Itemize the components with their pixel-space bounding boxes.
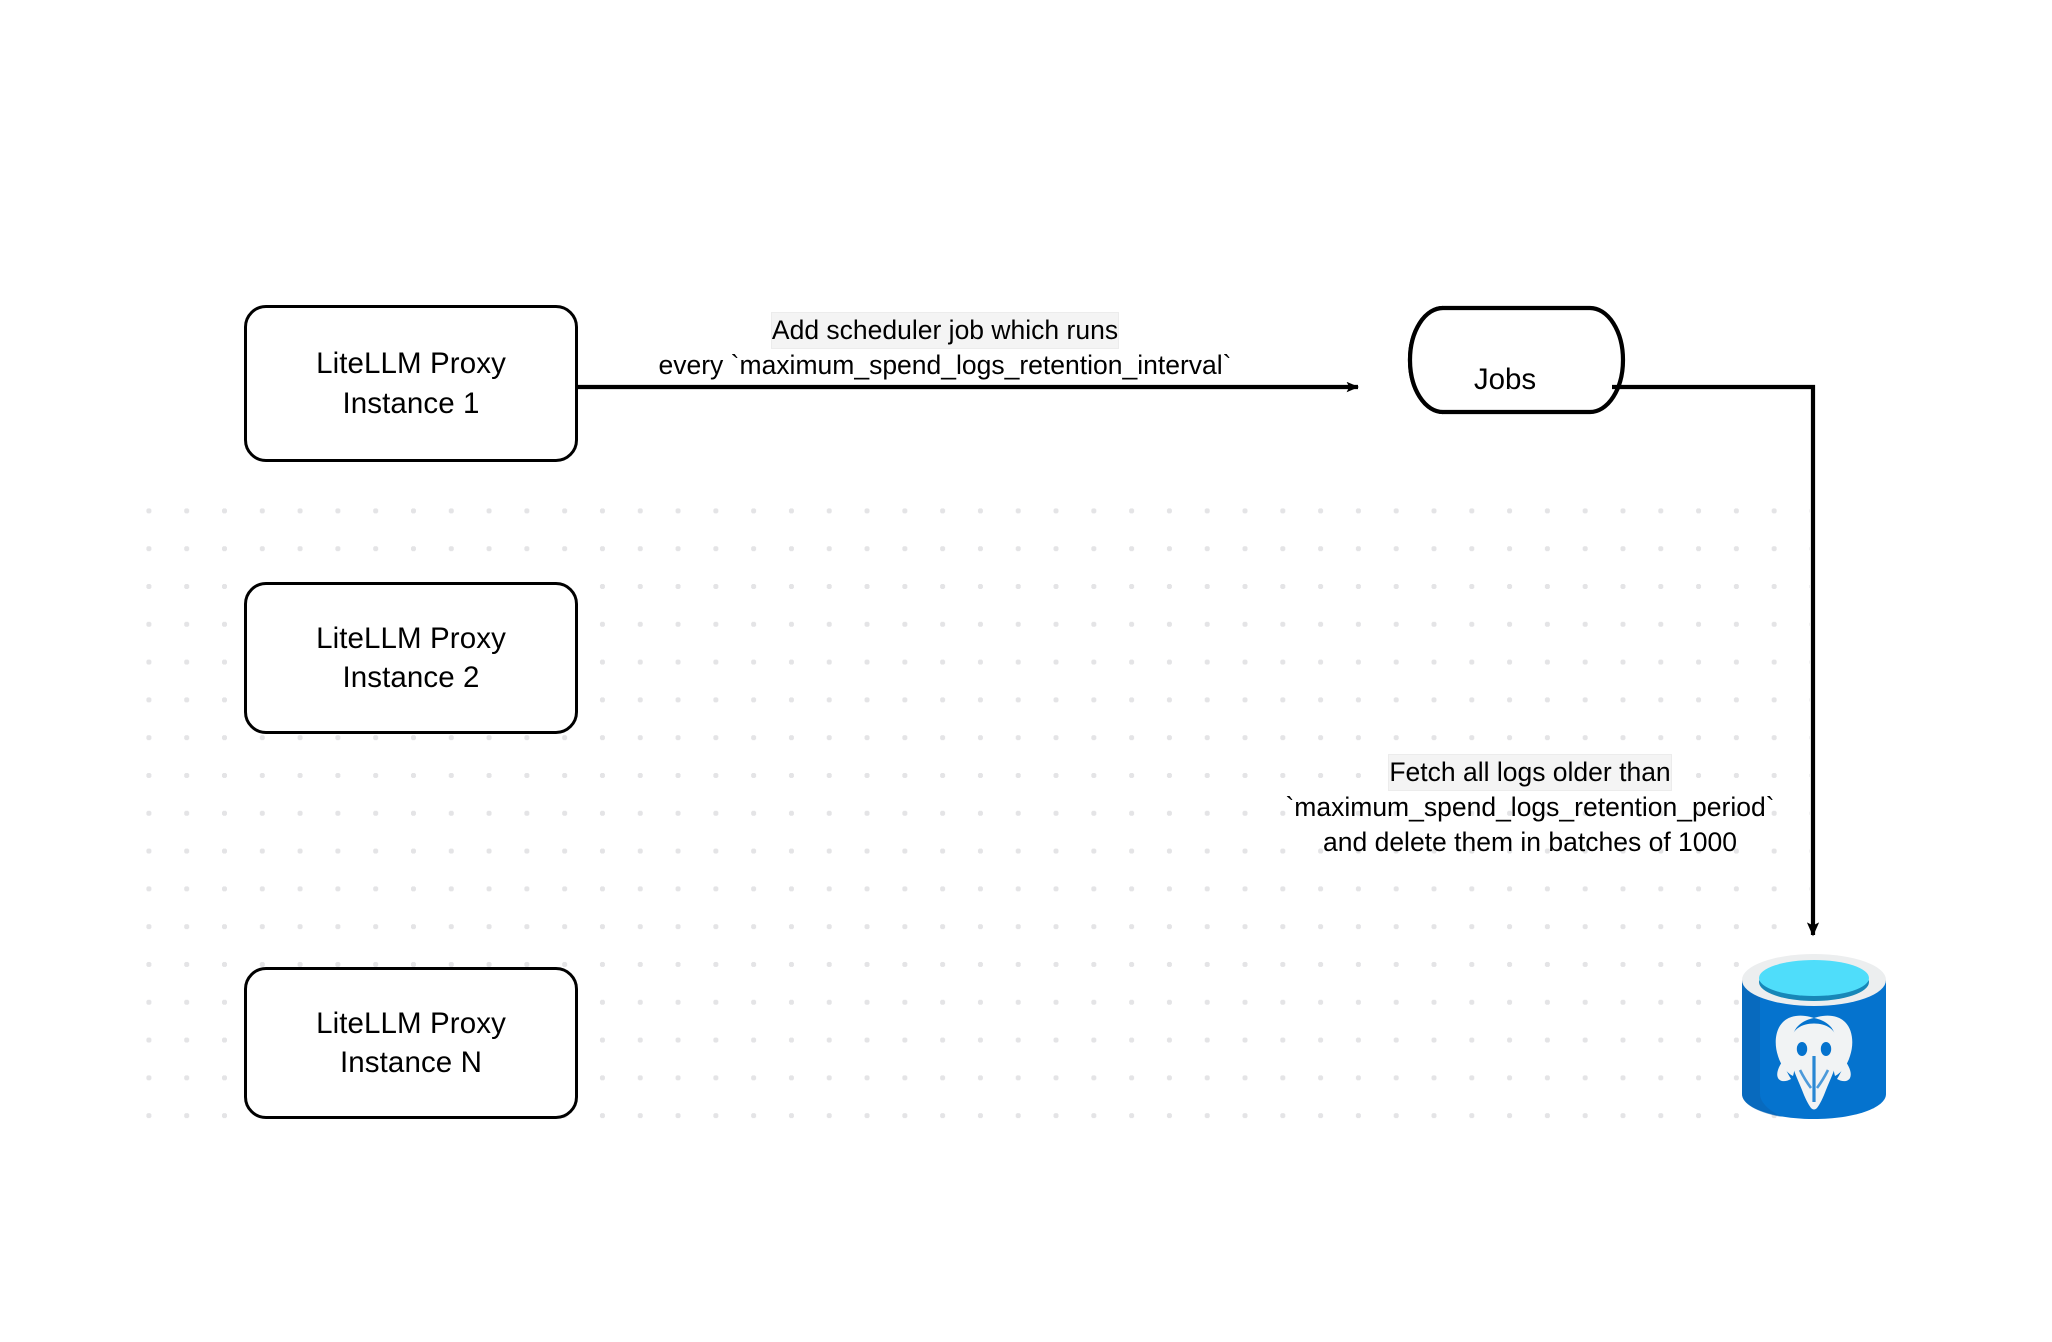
node-litellm-proxy-instance-1[interactable]: LiteLLM Proxy Instance 1 — [244, 305, 578, 462]
node-label-line1: LiteLLM Proxy — [316, 621, 506, 655]
node-label-line1: LiteLLM Proxy — [316, 1006, 506, 1040]
edge-fetch-delete-line — [1612, 384, 1820, 937]
edge-label-fetch-delete: Fetch all logs older than `maximum_spend… — [1250, 755, 1810, 860]
jobs-store-label: Jobs — [1473, 363, 1537, 396]
postgresql-database-icon[interactable] — [1738, 952, 1890, 1122]
jobs-cylinder-shape — [1407, 305, 1626, 415]
node-label-line2: Instance 1 — [342, 386, 480, 420]
edge-label-scheduler: Add scheduler job which runs every `maxi… — [600, 313, 1290, 383]
edge-label-line2: `maximum_spend_logs_retention_period` — [1285, 791, 1775, 822]
edge-label-line1: Fetch all logs older than — [1389, 755, 1671, 790]
edge-label-line2: every `maximum_spend_logs_retention_inte… — [658, 349, 1232, 380]
node-label-line2: Instance N — [339, 1046, 483, 1079]
node-label-line1: LiteLLM Proxy — [316, 347, 506, 381]
edge-label-line1: Add scheduler job which runs — [771, 313, 1119, 348]
edge-label-line3: and delete them in batches of 1000 — [1323, 826, 1737, 857]
node-litellm-proxy-instance-2[interactable]: LiteLLM Proxy Instance 2 — [244, 582, 578, 734]
node-litellm-proxy-instance-n[interactable]: LiteLLM Proxy Instance N — [244, 967, 578, 1119]
node-label-line2: Instance 2 — [342, 661, 480, 694]
